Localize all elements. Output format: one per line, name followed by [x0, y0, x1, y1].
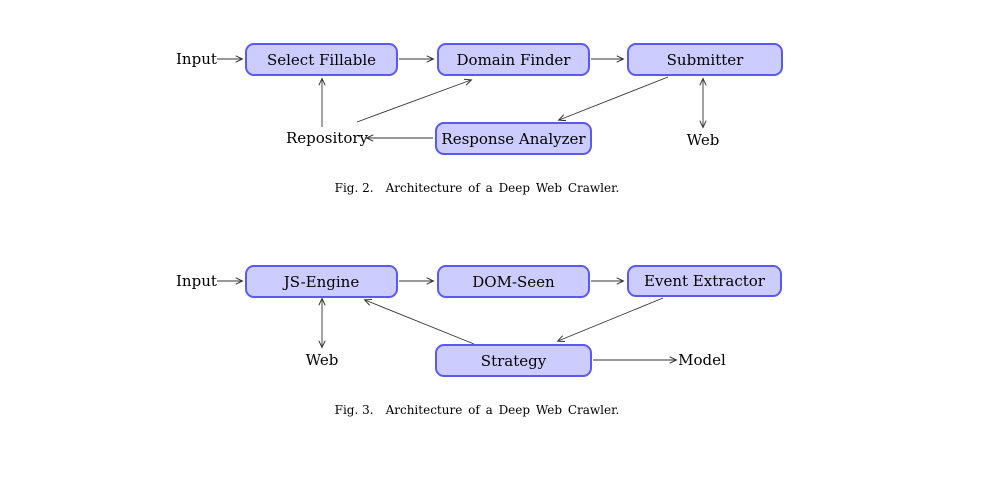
- fig3-caption-number: Fig. 3.: [334, 403, 374, 417]
- arrow-strategy-to-js-engine: [363, 298, 475, 345]
- fig3-node-dom-seen: DOM-Seen: [437, 265, 590, 298]
- fig2-node-submitter: Submitter: [627, 43, 783, 76]
- fig3-node-event-extractor: Event Extractor: [627, 265, 782, 297]
- fig2-input-label: Input: [176, 50, 217, 68]
- fig2-node-domain-finder: Domain Finder: [437, 43, 590, 76]
- fig3-input-label: Input: [176, 272, 217, 290]
- fig3-web-label: Web: [305, 351, 339, 369]
- arrow-event-extractor-to-strategy: [556, 297, 664, 343]
- arrow-repository-to-domain-finder: [356, 78, 473, 123]
- fig2-caption-number: Fig. 2.: [334, 181, 374, 195]
- fig2-node-select-fillable: Select Fillable: [245, 43, 398, 76]
- fig2-node-response-analyzer: Response Analyzer: [435, 122, 592, 155]
- fig3-node-js-engine: JS-Engine: [245, 265, 398, 298]
- fig2-web-label: Web: [686, 131, 720, 149]
- fig3-caption: Fig. 3. Architecture of a Deep Web Crawle…: [277, 403, 677, 417]
- fig2-caption: Fig. 2. Architecture of a Deep Web Crawle…: [277, 181, 677, 195]
- fig2-repository-label: Repository: [286, 129, 369, 147]
- fig3-caption-text: Architecture of a Deep Web Crawler.: [385, 403, 620, 417]
- fig3-model-label: Model: [678, 351, 726, 369]
- fig2-caption-text: Architecture of a Deep Web Crawler.: [385, 181, 620, 195]
- fig3-node-strategy: Strategy: [435, 344, 592, 377]
- arrow-submitter-to-response-analyzer: [557, 76, 669, 122]
